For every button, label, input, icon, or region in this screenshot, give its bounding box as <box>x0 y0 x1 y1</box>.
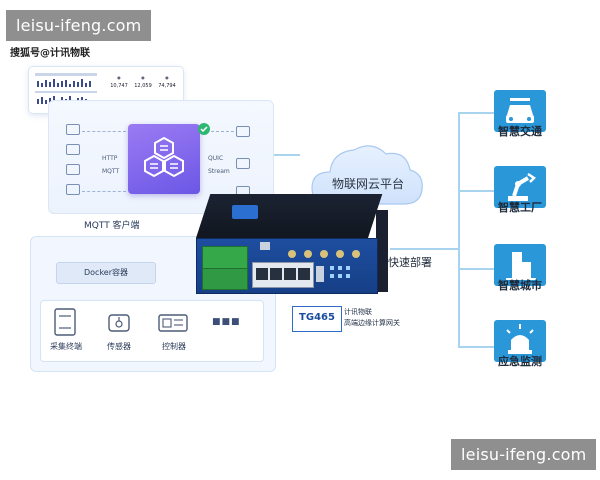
protocol-http: HTTP <box>102 155 118 162</box>
sensor-icon <box>108 314 130 332</box>
router-top <box>196 194 383 238</box>
router-side <box>376 210 388 292</box>
device-list-panel <box>40 300 264 362</box>
antenna-connectors <box>288 250 368 260</box>
doc-icon <box>66 124 80 135</box>
watermark-top: leisu-ifeng.com <box>6 10 152 41</box>
dashboard-stat-1: ●10,747 <box>107 75 131 89</box>
mqtt-hub <box>128 124 200 194</box>
dashboard-stat-2: ●12,059 <box>131 75 155 89</box>
ethernet-port <box>256 268 268 280</box>
cloud-icon <box>311 145 423 205</box>
app-label-city: 智慧城市 <box>498 279 542 292</box>
ethernet-ports <box>252 262 314 288</box>
antenna-connector <box>320 250 328 258</box>
robot-arm-icon <box>508 172 536 201</box>
device-label-sensor: 传感器 <box>107 342 131 351</box>
mqtt-client-label: MQTT 客户端 <box>84 221 140 231</box>
connector-app-trunk <box>458 112 460 348</box>
connector-mqtt-cloud <box>270 154 300 156</box>
check-icon <box>198 123 210 135</box>
controller-icon <box>158 314 188 332</box>
grid-icon <box>236 158 250 169</box>
connector-app-4 <box>458 346 494 348</box>
connector-router-apps <box>390 248 458 250</box>
emergency-monitoring-tile <box>494 320 546 362</box>
antenna-connector <box>304 250 312 258</box>
alarm-light-icon <box>506 324 534 354</box>
smart-factory-tile <box>494 166 546 208</box>
terminal-block-bottom <box>202 268 248 290</box>
stat-value: 12,059 <box>134 83 152 89</box>
usb-port <box>316 266 324 282</box>
cloud-label: 物联网云平台 <box>331 177 404 191</box>
dash-line <box>206 131 234 132</box>
product-model-badge: TG465 <box>292 306 342 332</box>
watermark-bottom: leisu-ifeng.com <box>451 439 597 470</box>
car-small-icon <box>66 144 80 155</box>
deploy-label: 快速部署 <box>388 256 432 269</box>
hexagon-cluster-icon <box>144 136 184 178</box>
app-label-traffic: 智慧交通 <box>498 125 542 138</box>
device-label-controller: 控制器 <box>162 342 186 351</box>
ai-icon <box>236 126 250 137</box>
router-logo <box>232 205 258 219</box>
status-leds <box>330 266 366 284</box>
smart-traffic-tile <box>494 90 546 132</box>
device-label-terminal: 采集终端 <box>50 342 82 351</box>
product-desc-line2: 高端边缘计算网关 <box>344 319 400 327</box>
stat-value: 10,747 <box>110 83 128 89</box>
product-desc-line1: 计讯物联 <box>344 308 372 316</box>
docker-container-box: Docker容器 <box>56 262 156 284</box>
terminal-block-top <box>202 246 248 270</box>
terminal-icon <box>54 308 76 336</box>
robot-small-icon <box>66 164 80 175</box>
protocol-stream: Stream <box>208 168 230 175</box>
stat-value: 74,794 <box>158 83 176 89</box>
more-devices-icon: ■■■ <box>212 317 241 327</box>
ethernet-port <box>284 268 296 280</box>
smart-city-tile <box>494 244 546 286</box>
dash-line <box>82 131 126 133</box>
car-icon <box>506 98 534 123</box>
app-label-emergency: 应急监测 <box>498 355 542 368</box>
ethernet-port <box>298 268 310 280</box>
dash-line <box>82 191 126 193</box>
antenna-connector <box>336 250 344 258</box>
connector-app-1 <box>458 112 494 114</box>
usb-port-small <box>260 242 270 250</box>
source-caption: 搜狐号@计讯物联 <box>10 48 90 59</box>
ethernet-port <box>270 268 282 280</box>
hand-small-icon <box>66 184 80 195</box>
protocol-mqtt: MQTT <box>102 168 120 175</box>
connector-app-3 <box>458 268 494 270</box>
antenna-connector <box>288 250 296 258</box>
city-buildings-icon <box>506 252 536 280</box>
app-label-factory: 智慧工厂 <box>498 201 542 214</box>
antenna-connector <box>352 250 360 258</box>
dashboard-stat-3: ●74,794 <box>155 75 179 89</box>
connector-app-2 <box>458 190 494 192</box>
protocol-quic: QUIC <box>208 155 224 162</box>
